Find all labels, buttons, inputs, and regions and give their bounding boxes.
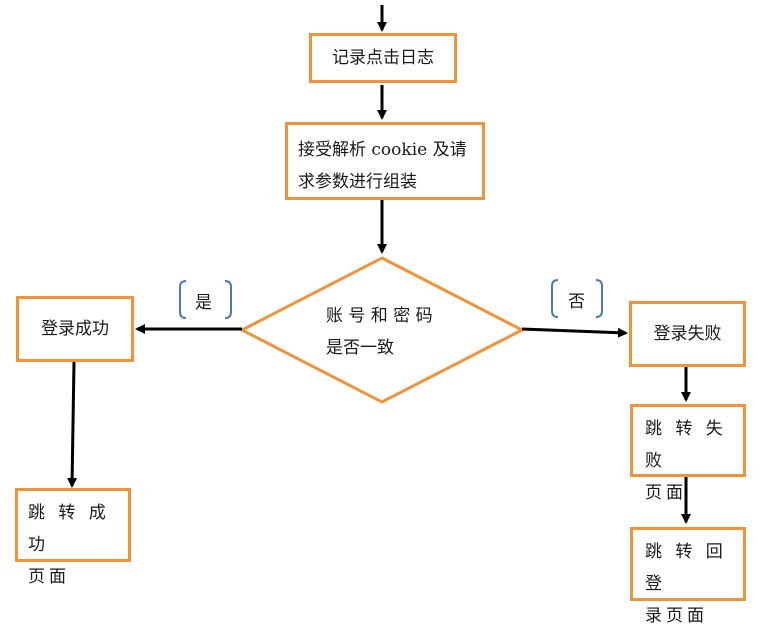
arrow-success-to-redirect [67, 361, 78, 488]
node-back-login-line-2: 录页面 [645, 606, 708, 626]
flowchart-connectors [67, 5, 691, 524]
node-log-label: 记录点击日志 [332, 48, 434, 68]
node-fail-redirect-line-1: 跳 转 失 败 [645, 419, 727, 471]
node-log: 记录点击日志 [309, 33, 457, 83]
node-fail: 登录失败 [629, 301, 746, 367]
node-success-redirect: 跳 转 成 功 页面 [15, 488, 131, 587]
decision-line-1: 账 号 和 密 码 [326, 306, 433, 326]
node-back-login: 跳 转 回 登 录页面 [630, 527, 746, 626]
yes-bracket-left [179, 280, 187, 319]
node-fail-redirect-line-2: 页面 [645, 483, 687, 503]
node-success-redirect-line-1: 跳 转 成 功 [28, 503, 110, 555]
node-parse-line-1: 接受解析 cookie 及请 [298, 140, 467, 160]
node-success-redirect-line-2: 页面 [28, 567, 70, 587]
no-bracket-left [551, 279, 559, 318]
no-bracket-right [595, 279, 603, 318]
decision-label: 账 号 和 密 码 是否一致 [326, 300, 433, 364]
node-fail-redirect: 跳 转 失 败 页面 [630, 404, 746, 503]
decision-line-2: 是否一致 [326, 338, 394, 358]
node-fail-label: 登录失败 [653, 324, 722, 344]
node-success: 登录成功 [16, 296, 134, 362]
node-success-label: 登录成功 [41, 319, 109, 339]
arrow-no-to-fail [521, 327, 628, 338]
node-parse: 接受解析 cookie 及请 求参数进行组装 [285, 122, 485, 200]
branch-yes-label: 是 [195, 293, 212, 313]
node-back-login-line-1: 跳 转 回 登 [645, 542, 727, 594]
yes-bracket-right [224, 280, 232, 319]
branch-no-label: 否 [568, 292, 585, 312]
decision-diamond [238, 256, 526, 404]
node-parse-line-2: 求参数进行组装 [298, 172, 417, 192]
